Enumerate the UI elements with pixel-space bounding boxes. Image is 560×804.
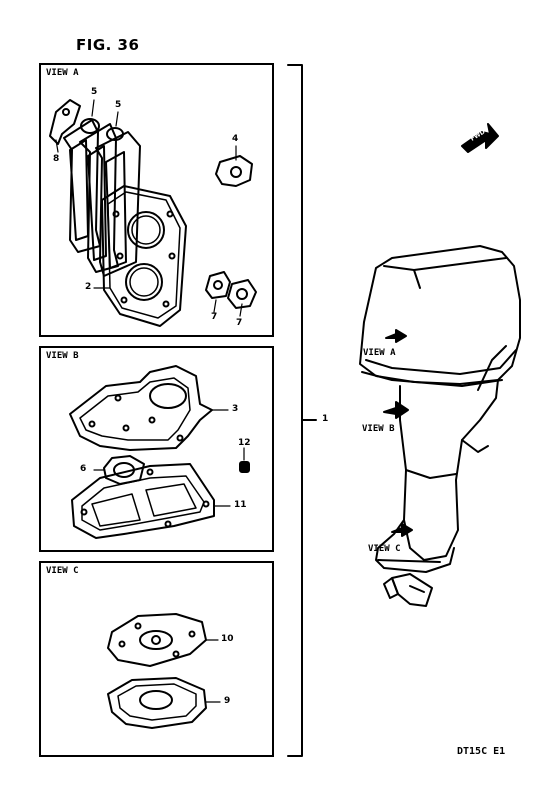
o-ring-5a (80, 118, 100, 134)
panel-label-view-c: VIEW C (46, 566, 79, 576)
gasket-3 (69, 365, 213, 451)
callout-8: 8 (53, 154, 60, 164)
panel-view-a: VIEW A (39, 63, 274, 337)
propeller (391, 573, 433, 607)
callout-5b: 5 (115, 100, 122, 110)
gasket-11 (71, 463, 215, 539)
callout-12: 12 (238, 438, 251, 448)
view-arrow-a-icon (385, 329, 407, 343)
engine-view-tag-c: VIEW C (368, 544, 401, 554)
gasket-6 (103, 455, 145, 485)
gasket-4 (215, 155, 253, 187)
engine-midsection (399, 379, 499, 561)
cylinder-head-gasket (101, 185, 187, 327)
callout-3: 3 (232, 404, 239, 414)
callout-1: 1 (322, 414, 329, 424)
panel-view-c: VIEW C (39, 561, 274, 757)
assembly-bracket (287, 64, 303, 757)
panel-label-view-a: VIEW A (46, 68, 79, 78)
callout-11: 11 (234, 500, 247, 510)
callout-4: 4 (232, 134, 239, 144)
callout-6: 6 (80, 464, 87, 474)
fwd-arrow-icon (461, 123, 499, 153)
gasket-block-mid2 (95, 131, 141, 277)
model-code: DT15C E1 (457, 746, 506, 757)
o-ring-5b (106, 127, 124, 141)
callout-7a: 7 (211, 312, 218, 322)
gasket-10 (107, 613, 207, 667)
engine-view-tag-b: VIEW B (362, 424, 395, 434)
callout-5a: 5 (91, 87, 98, 97)
gasket-9 (107, 677, 207, 729)
callout-7b: 7 (236, 318, 243, 328)
view-arrow-c-icon (391, 523, 413, 537)
gasket-7b (227, 279, 257, 309)
engine-lower-unit (375, 519, 455, 573)
gasket-7a (205, 271, 231, 299)
gasket-8 (49, 99, 81, 145)
callout-9: 9 (224, 696, 231, 706)
figure-title: FIG. 36 (76, 36, 140, 54)
panel-label-view-b: VIEW B (46, 351, 79, 361)
engine-view-tag-a: VIEW A (363, 348, 396, 358)
engine-cowl (359, 245, 521, 385)
panel-view-b: VIEW B (39, 346, 274, 552)
part-12 (239, 461, 250, 473)
view-arrow-b-icon (383, 401, 409, 419)
callout-2: 2 (85, 282, 92, 292)
callout-10: 10 (221, 634, 234, 644)
